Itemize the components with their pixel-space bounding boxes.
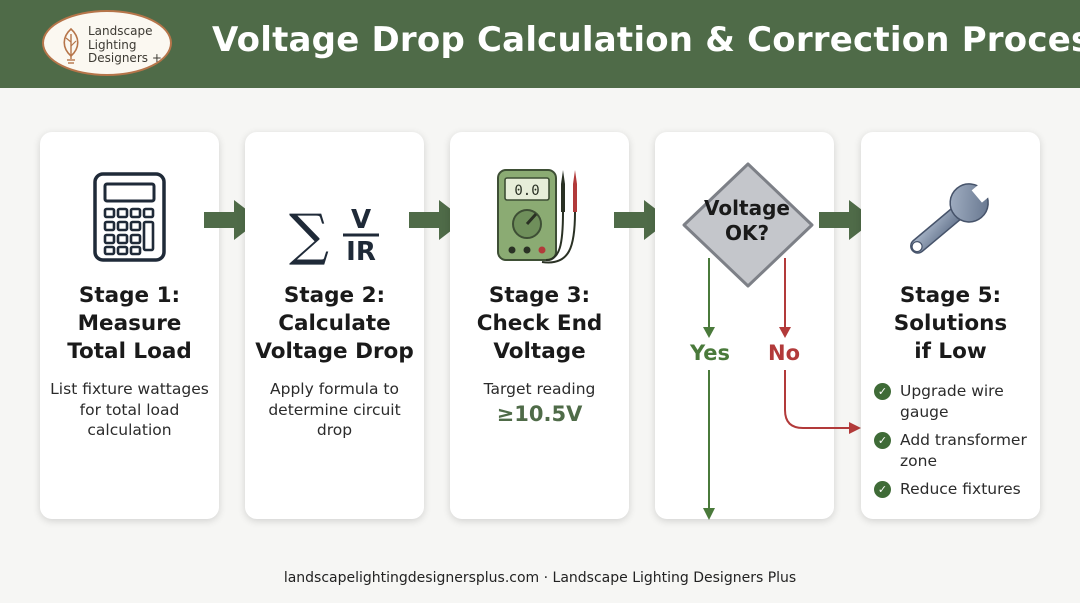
- brand-logo[interactable]: Landscape Lighting Designers +: [42, 10, 172, 76]
- formula-denominator: IR: [346, 237, 376, 267]
- solution-text: Upgrade wire gauge: [900, 382, 1004, 421]
- calculator-icon: [93, 172, 166, 262]
- stage-description: Apply formula to determine circuit drop: [268, 380, 401, 439]
- check-icon: ✓: [874, 481, 891, 498]
- stage-title-line: Stage 3:: [488, 283, 591, 308]
- multimeter-icon: 0.0: [497, 169, 577, 264]
- stage-title: Stage 1: Measure Total Load: [40, 282, 219, 366]
- formula-sigma: ∑: [289, 203, 329, 268]
- stage-title-line: Calculate: [278, 311, 391, 336]
- solution-item: ✓ Add transformer zone: [874, 430, 1040, 471]
- solution-item: ✓ Upgrade wire gauge: [874, 381, 1040, 422]
- stage-title-line: if Low: [914, 339, 987, 364]
- stage-title-line: Solutions: [893, 311, 1008, 336]
- logo-text-line: Landscape: [88, 24, 153, 38]
- branch-no-label: No: [768, 341, 801, 365]
- wrench-icon: [910, 180, 995, 254]
- decision-diamond-icon: [682, 162, 814, 288]
- logo-text: Landscape Lighting Designers +: [88, 24, 172, 66]
- stage-title-line: Stage 5:: [899, 283, 1002, 308]
- stage-description: List fixture wattages for total load cal…: [50, 380, 209, 439]
- check-icon: ✓: [874, 432, 891, 449]
- stage-title: Stage 5: Solutions if Low: [861, 282, 1040, 366]
- check-icon: ✓: [874, 383, 891, 400]
- logo-text-line: Designers +: [88, 51, 162, 65]
- solutions-list: ✓ Upgrade wire gauge ✓ Add transformer z…: [874, 381, 1040, 508]
- page-title: Voltage Drop Calculation & Correction Pr…: [212, 20, 1080, 60]
- decision-label: Voltage OK?: [690, 196, 804, 246]
- branch-yes-label: Yes: [690, 341, 731, 365]
- logo-text-line: Lighting: [88, 37, 137, 52]
- stage-5-card: Stage 5: Solutions if Low: [861, 132, 1040, 519]
- header-bar: Landscape Lighting Designers + Voltage D…: [0, 0, 1080, 88]
- stage-3-card: 0.0 Stage 3: Check End Voltage Target re…: [450, 132, 629, 519]
- solution-item: ✓ Reduce fixtures: [874, 479, 1040, 500]
- leaf-bulb-icon: [63, 27, 79, 64]
- solution-text: Add transformer zone: [900, 431, 1027, 470]
- stage-title: Stage 3: Check End Voltage: [450, 282, 629, 366]
- stage-title-line: Voltage: [493, 339, 586, 364]
- target-voltage: ≥10.5V: [496, 402, 583, 426]
- decision-label-line: Voltage: [704, 196, 790, 220]
- solution-text: Reduce fixtures: [900, 480, 1021, 498]
- footer-text[interactable]: landscapelightingdesignersplus.com · Lan…: [283, 570, 797, 586]
- stage-title-line: Total Load: [67, 339, 192, 364]
- stage-title-line: Check End: [476, 311, 603, 336]
- formula-numerator: V: [351, 205, 371, 235]
- stage-description: Target reading: [483, 380, 596, 398]
- stage-1-card: Stage 1: Measure Total Load List fixture…: [40, 132, 219, 519]
- stage-title-line: Voltage Drop: [255, 339, 414, 364]
- stage-title-line: Stage 2:: [283, 283, 386, 308]
- stage-title: Stage 2: Calculate Voltage Drop: [245, 282, 424, 366]
- stage-title-line: Stage 1:: [78, 283, 181, 308]
- stage-2-card: ∑ V IR Stage 2: Calculate Voltage Drop A…: [245, 132, 424, 519]
- stage-title-line: Measure: [77, 311, 182, 336]
- formula-icon: ∑ V IR: [289, 203, 379, 268]
- decision-label-line: OK?: [724, 221, 770, 245]
- meter-display: 0.0: [514, 183, 539, 199]
